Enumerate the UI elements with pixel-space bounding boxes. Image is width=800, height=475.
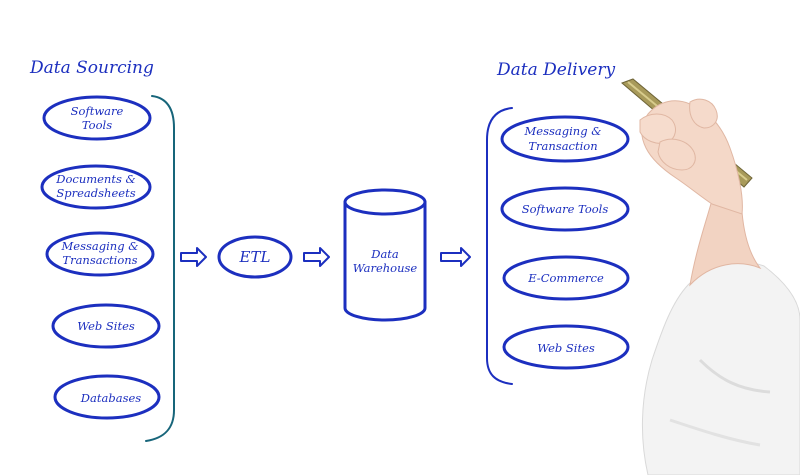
warehouse-label-line: Data [370, 247, 399, 261]
delivery-node-outline [502, 324, 630, 370]
data-sourcing-heading: Data Sourcing [29, 58, 154, 78]
data-delivery-heading: Data Delivery [496, 60, 615, 80]
sourcing-node-documents: Documents & Spreadsheets [40, 164, 152, 210]
thumb [689, 98, 718, 129]
sourcing-node-line: Documents & [55, 172, 136, 186]
shirt-sleeve [641, 261, 800, 475]
sourcing-node-line: Messaging & [61, 239, 139, 253]
sourcing-node-web-sites: Web Sites [51, 303, 161, 349]
warehouse-label-line: Warehouse [353, 261, 418, 275]
data-warehouse-cylinder: Data Warehouse [343, 188, 427, 322]
delivery-node-line: Messaging & [524, 124, 602, 138]
sourcing-node-line: Databases [80, 391, 141, 405]
arrow-to-warehouse [303, 247, 330, 267]
arrow-to-etl [180, 247, 207, 267]
hand-with-pen-image [621, 78, 800, 475]
arrow-to-delivery [440, 247, 471, 267]
delivery-node-outline [500, 115, 630, 163]
finger [639, 113, 676, 144]
sourcing-node-line: Spreadsheets [56, 186, 135, 200]
etl-label: ETL [239, 248, 271, 266]
delivery-node-line: Software Tools [522, 202, 609, 216]
sourcing-node-line: Web Sites [77, 319, 135, 333]
arrow-shape [440, 247, 471, 267]
sourcing-node-line: Transactions [62, 253, 137, 267]
sourcing-node-outline [53, 374, 161, 420]
finger [657, 138, 696, 171]
sourcing-node-line: Software [71, 104, 124, 118]
sourcing-bracket [145, 95, 175, 442]
etl-node-outline [217, 235, 293, 279]
sourcing-node-messaging: Messaging & Transactions [45, 231, 155, 277]
etl-node: ETL [217, 235, 293, 279]
sourcing-node-software-tools: Software Tools [42, 95, 152, 141]
sourcing-node-outline [45, 231, 155, 277]
cylinder-body [343, 200, 427, 322]
cylinder-top [343, 188, 427, 216]
delivery-node-line: Transaction [528, 139, 597, 153]
delivery-bracket [486, 107, 513, 385]
delivery-node-software-tools: Software Tools [500, 186, 630, 232]
sleeve-fold [698, 358, 771, 394]
wrist [689, 199, 762, 287]
arrow-shape [303, 247, 330, 267]
sourcing-node-databases: Databases [53, 374, 161, 420]
sourcing-node-outline [40, 164, 152, 210]
delivery-node-line: Web Sites [537, 341, 595, 355]
delivery-node-messaging: Messaging & Transaction [500, 115, 630, 163]
sourcing-node-line: Tools [82, 118, 112, 132]
delivery-node-web-sites: Web Sites [502, 324, 630, 370]
sourcing-node-outline [42, 95, 152, 141]
delivery-node-outline [502, 255, 630, 301]
delivery-node-outline [500, 186, 630, 232]
arrow-shape [180, 247, 207, 267]
delivery-node-line: E-Commerce [527, 271, 604, 285]
delivery-node-e-commerce: E-Commerce [502, 255, 630, 301]
sourcing-node-outline [51, 303, 161, 349]
sleeve-fold [669, 418, 761, 447]
